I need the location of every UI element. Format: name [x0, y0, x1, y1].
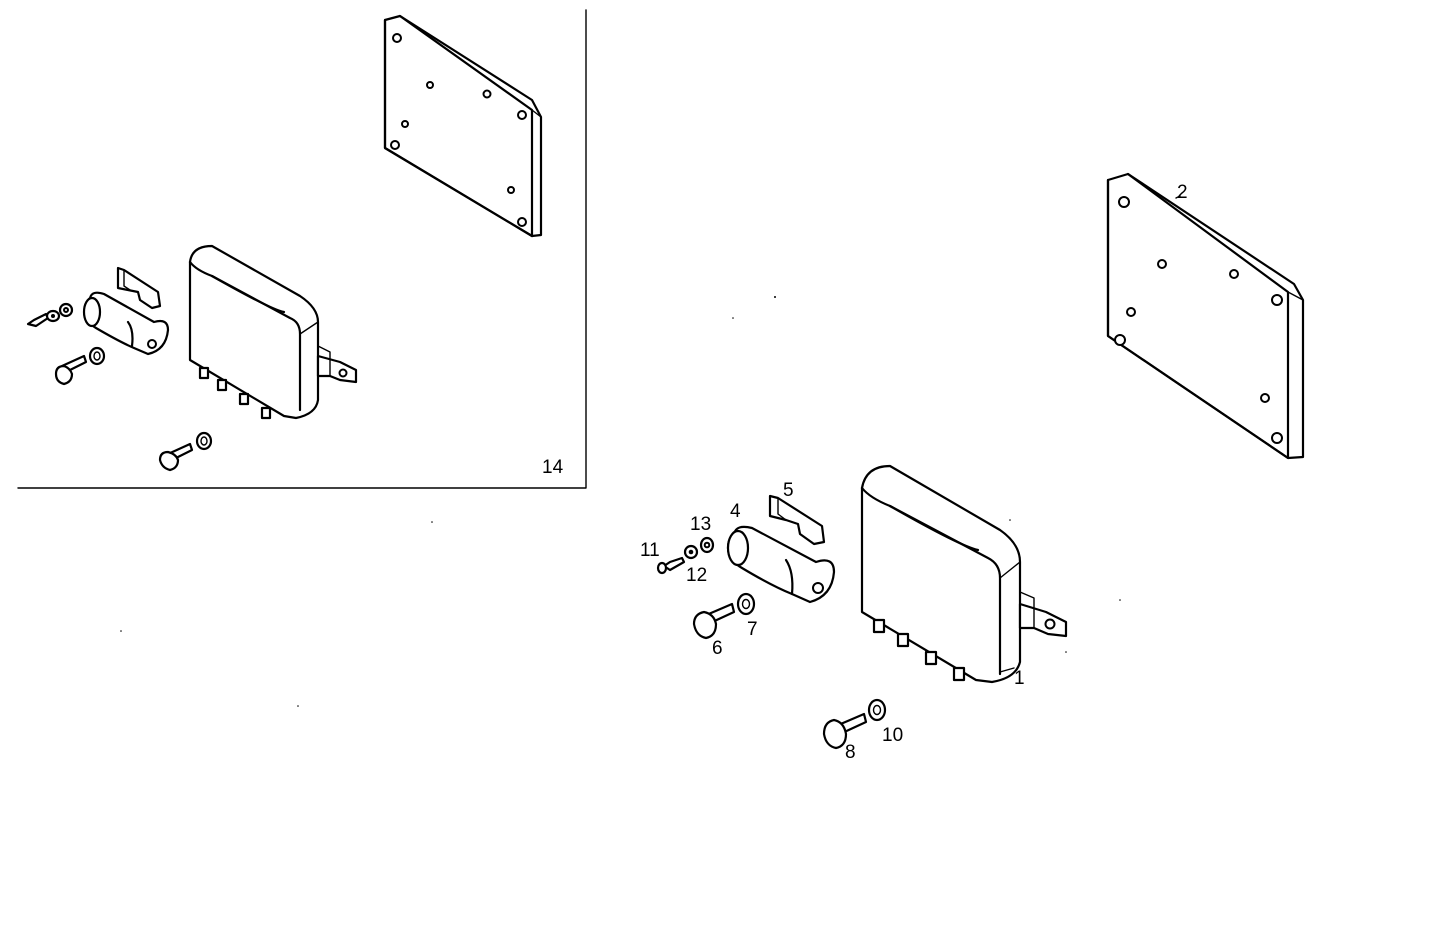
part-12-washer: [683, 544, 699, 560]
inset-bolt-lower: [158, 431, 213, 472]
callout-14: 14: [542, 457, 564, 478]
inset-kit-14: 14: [17, 9, 587, 489]
part-5-clip: [768, 494, 826, 546]
inset-small-hardware: [26, 302, 74, 328]
scan-speckles: [120, 296, 1121, 707]
part-10-washer: [867, 698, 887, 722]
part-7-washer: [736, 592, 756, 616]
part-2-mounting-plate: [1106, 172, 1305, 460]
part-11-screw: [656, 556, 686, 575]
callout-13: 13: [690, 514, 711, 535]
callout-2: 2: [1177, 182, 1188, 203]
part-8-bolt: [822, 712, 868, 750]
leader-2: [1175, 195, 1181, 199]
leader-1: [999, 667, 1015, 673]
callout-4: 4: [730, 501, 741, 522]
callout-8: 8: [845, 742, 856, 763]
inset-bolt-upper: [54, 346, 106, 386]
callout-10: 10: [882, 725, 903, 746]
inset-relay-box: [188, 244, 358, 420]
callout-1: 1: [1014, 668, 1025, 689]
callout-7: 7: [747, 619, 758, 640]
callout-12: 12: [686, 565, 707, 586]
callout-11: 11: [640, 540, 660, 561]
part-1-relay-box: [860, 464, 1068, 684]
inset-sensor: [82, 291, 170, 356]
part-4-sensor: [726, 525, 836, 604]
callout-5: 5: [783, 480, 794, 501]
callout-6: 6: [712, 638, 723, 659]
part-13-washer: [699, 536, 715, 554]
part-6-bolt: [692, 602, 736, 640]
inset-frame: [17, 9, 587, 489]
inset-mounting-plate: [383, 14, 543, 238]
inset-clip: [116, 266, 162, 310]
